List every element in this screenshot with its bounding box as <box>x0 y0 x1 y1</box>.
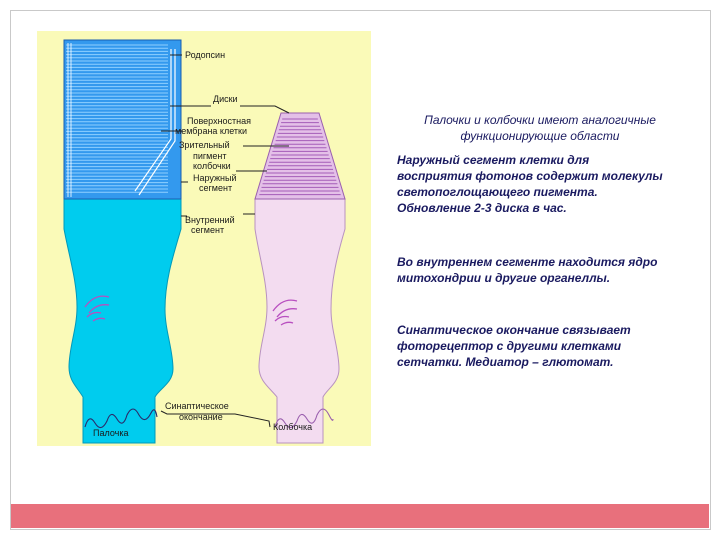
inner-segment-line-2: митохондрии и другие органеллы. <box>397 271 611 285</box>
label-surface-membrane-2: мембрана клетки <box>175 126 247 136</box>
outer-segment-line-4: Обновление 2-3 диска в час. <box>397 201 567 215</box>
heading: Палочки и колбочки имеют аналогичные фун… <box>390 112 690 144</box>
label-surface-membrane-1: Поверхностная <box>187 116 251 126</box>
rod-membrane-fold <box>134 49 176 196</box>
outer-segment-line-2: восприятия фотонов содержит молекулы <box>397 169 663 183</box>
cone-outer-segment <box>254 112 346 200</box>
label-visual-pigment-1: Зрительный <box>179 140 230 150</box>
label-inner-segment-2: сегмент <box>191 225 224 235</box>
synaptic-line-3: сетчатки. Медиатор – глютомат. <box>397 355 614 369</box>
label-synaptic-ending-2: окончание <box>179 412 223 422</box>
label-visual-pigment-3: колбочки <box>193 161 231 171</box>
cone-cell <box>254 112 346 444</box>
rod-synaptic-ending <box>84 408 158 429</box>
label-cone: Колбочка <box>273 422 312 432</box>
cone-discs <box>259 118 341 196</box>
cone-body <box>254 198 346 444</box>
synaptic-line-2: фоторецептор с другими клетками <box>397 339 622 353</box>
outer-segment-line-1: Наружный сегмент клетки для <box>397 153 590 167</box>
outer-segment-text: Наружный сегмент клетки для восприятия ф… <box>397 152 663 216</box>
inner-segment-line-1: Во внутреннем сегменте находится ядро <box>397 255 658 269</box>
rod-body <box>63 198 182 444</box>
label-rhodopsin: Родопсин <box>185 50 225 60</box>
rod-cell <box>63 39 182 444</box>
leader-lines <box>160 54 290 428</box>
label-discs: Диски <box>213 94 238 104</box>
heading-line-1: Палочки и колбочки имеют аналогичные <box>424 113 656 127</box>
heading-line-2: функционирующие области <box>460 129 620 143</box>
rod-mitochondria <box>84 295 110 322</box>
label-inner-segment-1: Внутренний <box>185 215 235 225</box>
rod-discs <box>66 44 168 193</box>
label-rod: Палочка <box>93 428 128 438</box>
rod-disc-edges <box>67 43 72 197</box>
cone-synaptic-ending <box>274 408 334 429</box>
cone-mitochondria <box>272 299 298 326</box>
outer-segment-line-3: светопоглощающего пигмента. <box>397 185 598 199</box>
inner-segment-text: Во внутреннем сегменте находится ядро ми… <box>397 254 657 286</box>
synaptic-text: Синаптическое окончание связывает фоторе… <box>397 322 631 370</box>
photoreceptor-diagram: Родопсин Диски Поверхностная мембрана кл… <box>63 39 346 444</box>
label-visual-pigment-2: пигмент <box>193 151 226 161</box>
label-outer-segment-2: сегмент <box>199 183 232 193</box>
synaptic-line-1: Синаптическое окончание связывает <box>397 323 631 337</box>
label-synaptic-ending-1: Синаптическое <box>165 401 229 411</box>
bottom-bar <box>11 504 709 528</box>
label-outer-segment-1: Наружный <box>193 173 237 183</box>
